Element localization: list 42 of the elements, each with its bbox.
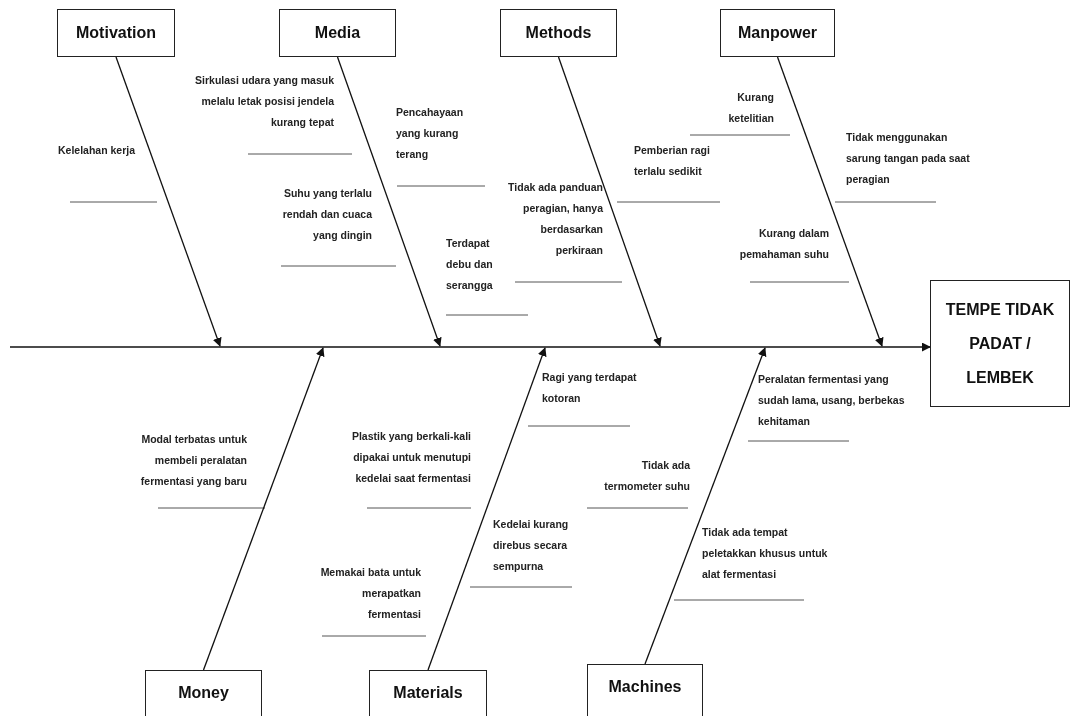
category-label: Money [178,683,229,703]
category-box [369,670,487,716]
category-box [145,670,262,716]
bone-arrow [336,56,442,347]
category-label: Motivation [76,23,156,43]
cause-text: Kurang ketelitian [727,90,774,126]
effect-box [930,280,1070,407]
cause-text: Kurang dalam pemahaman suhu [738,226,829,262]
category-box [720,9,835,57]
bone-arrow [557,56,662,347]
category-label: Materials [393,683,463,703]
bone-arrow [644,347,767,665]
spine-arrow [9,342,931,352]
cause-text: Suhu yang terlalu rendah dan cuaca yang dingin [281,186,372,243]
category-label: Manpower [737,23,818,43]
cause-text: Pemberian ragi terlalu sedikit [634,143,711,179]
cause-text: Modal terbatas untuk membeli peralatan fermentasi yang baru [139,432,247,489]
category-box [500,9,617,57]
bone-arrow [427,347,547,671]
effect-text: TEMPE TIDAK PADAT / LEMBEK [944,299,1056,388]
cause-text: Sirkulasi udara yang masuk melalu letak posisi jendela kurang tepat [194,73,334,130]
cause-text: Tidak ada tempat peletakkan khusus untuk alat fermentasi [702,525,829,582]
bone-arrow [202,347,325,671]
category-box [57,9,175,57]
category-box [279,9,396,57]
category-label: Methods [525,23,592,43]
cause-text: Tidak ada termometer suhu [603,458,690,494]
cause-text: Peralatan fermentasi yang sudah lama, usang, berbekas kehitaman [758,372,906,429]
category-box [587,664,703,716]
bone-arrow [776,56,884,347]
category-label: Media [314,23,361,43]
cause-text: Kelelahan kerja [56,143,135,158]
cause-text: Memakai bata untuk merapatkan fermentasi [319,565,421,622]
category-label: Machines [608,677,682,697]
cause-text: Tidak menggunakan sarung tangan pada saat peragian [846,130,971,187]
cause-text: Kedelai kurang direbus secara sempurna [493,517,570,574]
cause-text: Terdapat debu dan serangga [446,236,494,293]
cause-text: Plastik yang berkali-kali dipakai untuk menutupi kedelai saat fermentasi [350,429,471,486]
bone-arrow [115,56,222,347]
cause-text: Pencahayaan yang kurang terang [396,105,465,162]
cause-text: Ragi yang terdapat kotoran [542,370,638,406]
cause-text: Tidak ada panduan peragian, hanya berdasarkan perkiraan [507,180,603,258]
